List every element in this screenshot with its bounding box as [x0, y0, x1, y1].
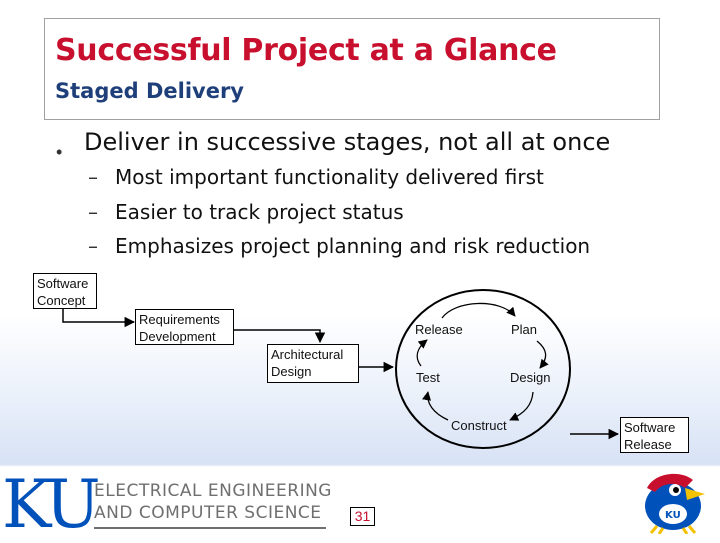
cycle-design-label: Design [510, 370, 551, 385]
requirements-development-box: Requirements Development [135, 309, 234, 345]
ku-logo-mark: KU [2, 466, 101, 543]
arrow-construct-to-test [422, 391, 449, 421]
architectural-design-box: Architectural Design [267, 344, 359, 383]
page-number: 31 [350, 507, 375, 526]
svg-text:KU: KU [665, 510, 681, 521]
arrow-requirements-to-architecture [233, 329, 326, 344]
cycle-plan-label: Plan [511, 322, 538, 337]
sub-bullet-2: Easier to track project status [115, 200, 404, 224]
slide-subtitle: Staged Delivery [55, 79, 244, 103]
sub-bullet-3: Emphasizes project planning and risk red… [115, 234, 591, 258]
jayhawk-mascot-icon: KU [645, 473, 705, 534]
cycle-construct-label: Construct [451, 418, 507, 433]
main-bullet: Deliver in successive stages, not all at… [84, 128, 611, 156]
slide-title: Successful Project at a Glance [55, 33, 557, 68]
logo-text-line-2: AND COMPUTER SCIENCE [94, 503, 322, 523]
arrow-plan-to-design [536, 340, 549, 369]
arrow-concept-to-requirements [62, 307, 136, 328]
dash-icon: – [88, 200, 98, 224]
cycle-release-label: Release [415, 322, 463, 337]
arrow-test-to-release [416, 339, 428, 367]
cycle-test-label: Test [416, 370, 440, 385]
logo-rule [94, 527, 326, 529]
dash-icon: – [88, 165, 98, 189]
software-release-box: Software Release [620, 417, 689, 453]
dash-icon: – [88, 234, 98, 258]
software-concept-box: Software Concept [33, 273, 97, 309]
sub-bullet-1: Most important functionality delivered f… [115, 165, 544, 189]
cycle-oval [395, 289, 571, 449]
bullet-dot-icon: • [56, 142, 63, 162]
title-box: Successful Project at a Glance Staged De… [44, 18, 660, 120]
arrow-design-to-construct [509, 391, 534, 421]
logo-text-line-1: ELECTRICAL ENGINEERING [94, 481, 332, 501]
arrow-release-to-plan [441, 302, 516, 319]
